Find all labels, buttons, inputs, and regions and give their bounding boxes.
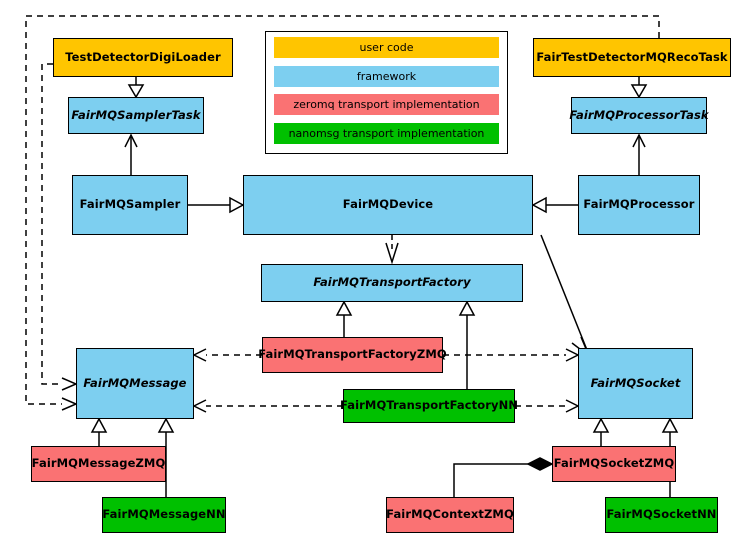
class-label: FairMQProcessor xyxy=(583,197,695,212)
class-box-fairmqsamplertask[interactable]: FairMQSamplerTask xyxy=(68,97,204,134)
class-box-fairmqprocessortask[interactable]: FairMQProcessorTask xyxy=(569,97,709,134)
legend-item-zeromq: zeromq transport implementation xyxy=(274,94,499,115)
legend-label-nanomsg: nanomsg transport implementation xyxy=(288,127,485,140)
edge-processor-to-processortask xyxy=(632,133,646,175)
legend-label-user-code: user code xyxy=(359,41,414,54)
edge-sampler-to-samplertask xyxy=(124,133,138,175)
class-box-fairmqsocket[interactable]: FairMQSocket xyxy=(578,348,693,419)
class-box-fairmqprocessor[interactable]: FairMQProcessor xyxy=(578,175,700,235)
legend-item-user-code: user code xyxy=(274,37,499,58)
class-label: FairMQSocket xyxy=(590,375,681,390)
edge-tfzmq-to-socket xyxy=(443,348,580,362)
edge-digiloader-to-samplertask xyxy=(127,77,145,99)
edge-tfzmq-to-message xyxy=(192,348,262,362)
class-label: FairMQTransportFactoryNN xyxy=(339,398,519,413)
class-label: FairMQContextZMQ xyxy=(386,507,514,522)
legend-label-zeromq: zeromq transport implementation xyxy=(293,98,480,111)
class-box-fairtestdetectormqrecotask[interactable]: FairTestDetectorMQRecoTask xyxy=(533,38,731,77)
edge-tfnn-to-transportfactory xyxy=(458,300,476,389)
class-label: FairMQSampler xyxy=(79,197,181,212)
class-box-fairmqcontextzmq[interactable]: FairMQContextZMQ xyxy=(386,497,514,533)
edge-recotask-to-processortask xyxy=(630,77,648,99)
class-box-fairmqsampler[interactable]: FairMQSampler xyxy=(72,175,188,235)
class-box-fairmqsocketnn[interactable]: FairMQSocketNN xyxy=(605,497,718,533)
class-label: FairMQTransportFactoryZMQ xyxy=(258,347,447,362)
legend-item-nanomsg: nanomsg transport implementation xyxy=(274,123,499,144)
class-box-testdetectordigiloader[interactable]: TestDetectorDigiLoader xyxy=(53,38,233,77)
class-label: FairMQMessageZMQ xyxy=(31,456,166,471)
edge-contextzmq-to-socketzmq xyxy=(453,457,554,497)
edge-device-to-transportfactory xyxy=(385,235,399,265)
edge-messagezmq-to-message xyxy=(90,417,108,446)
class-box-fairmqsocketzmq[interactable]: FairMQSocketZMQ xyxy=(552,446,676,482)
edge-tfnn-to-socket xyxy=(515,399,580,413)
edge-messagenn-to-message xyxy=(157,417,175,497)
legend-label-framework: framework xyxy=(356,70,417,83)
class-label: TestDetectorDigiLoader xyxy=(65,49,221,64)
edge-sampler-to-device xyxy=(188,196,245,214)
edge-tfzmq-to-transportfactory xyxy=(335,300,353,337)
class-label: FairTestDetectorMQRecoTask xyxy=(536,49,728,64)
edge-tfnn-to-message xyxy=(192,399,343,413)
class-label: FairMQSocketZMQ xyxy=(553,456,675,471)
class-label: FairMQSamplerTask xyxy=(71,107,201,122)
class-box-fairmqtransportfactorynn[interactable]: FairMQTransportFactoryNN xyxy=(339,389,519,423)
class-box-fairmqtransportfactoryzmq[interactable]: FairMQTransportFactoryZMQ xyxy=(258,337,447,373)
class-label: FairMQDevice xyxy=(342,197,434,212)
class-label: FairMQMessageNN xyxy=(102,507,226,522)
class-label: FairMQTransportFactory xyxy=(313,275,471,290)
class-box-fairmqmessage[interactable]: FairMQMessage xyxy=(76,348,194,419)
class-label: FairMQMessage xyxy=(83,375,187,390)
class-label: FairMQSocketNN xyxy=(606,507,717,522)
class-box-fairmqmessagenn[interactable]: FairMQMessageNN xyxy=(102,497,226,533)
edge-device-to-socket xyxy=(540,234,591,359)
class-box-fairmqmessagezmq[interactable]: FairMQMessageZMQ xyxy=(31,446,166,482)
edge-socketzmq-to-socket xyxy=(592,417,610,446)
legend-item-framework: framework xyxy=(274,66,499,87)
class-box-fairmqtransportfactory[interactable]: FairMQTransportFactory xyxy=(261,264,523,302)
class-label: FairMQProcessorTask xyxy=(569,107,709,122)
edge-processor-to-device xyxy=(531,196,578,214)
class-box-fairmqdevice[interactable]: FairMQDevice xyxy=(243,175,533,235)
